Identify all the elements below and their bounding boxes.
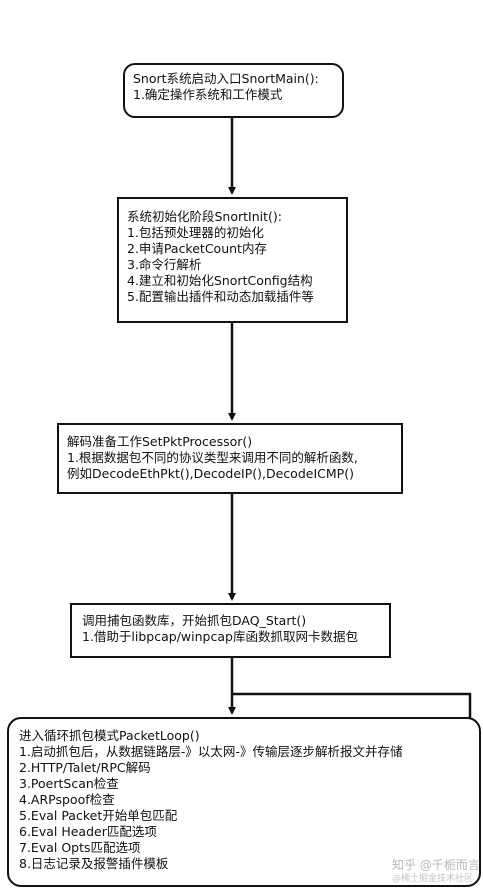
packet-loop-box: 进入循环抓包模式PacketLoop() 1.启动抓包后，从数据链路层-》以太网… <box>7 717 481 887</box>
box-line: 6.Eval Header匹配选项 <box>19 824 157 839</box>
snort-main-box: Snort系统启动入口SnortMain(): 1.确定操作系统和工作模式 <box>123 63 344 118</box>
box-line: 8.日志记录及报警插件模板 <box>19 856 169 871</box>
box-line: 解码准备工作SetPktProcessor() <box>67 434 253 449</box>
watermark-juejin: @稀土掘金技术社区 <box>392 874 474 884</box>
daq-start-box: 调用捕包函数库，开始抓包DAQ_Start() 1.借助于libpcap/win… <box>70 603 391 658</box>
box-line: Snort系统启动入口SnortMain(): <box>133 71 319 86</box>
snort-init-box: 系统初始化阶段SnortInit(): 1.包括预处理器的初始化 2.申请Pac… <box>117 197 348 323</box>
box-line: 1.根据数据包不同的协议类型来调用不同的解析函数, <box>67 450 358 465</box>
box-line: 例如DecodeEthPkt(),DecodeIP(),DecodeICMP() <box>67 466 354 481</box>
box-line: 调用捕包函数库，开始抓包DAQ_Start() <box>82 613 307 628</box>
box-line: 5.Eval Packet开始单包匹配 <box>19 808 178 823</box>
box-line: 3.命令行解析 <box>127 257 202 272</box>
box-line: 3.PoertScan检查 <box>19 776 119 791</box>
box-line: 2.申请PacketCount内存 <box>127 241 267 256</box>
box-line: 5.配置输出插件和动态加载插件等 <box>127 289 314 304</box>
set-pkt-processor-box: 解码准备工作SetPktProcessor() 1.根据数据包不同的协议类型来调… <box>57 423 403 494</box>
box-line: 4.ARPspoof检查 <box>19 792 115 807</box>
box-line: 2.HTTP/Talet/RPC解码 <box>19 760 151 775</box>
box-line: 系统初始化阶段SnortInit(): <box>127 209 282 224</box>
box-line: 1.启动抓包后，从数据链路层-》以太网-》传输层逐步解析报文并存储 <box>19 744 403 759</box>
box-line: 4.建立和初始化SnortConfig结构 <box>127 273 313 288</box>
box-line: 7.Eval Opts匹配选项 <box>19 840 141 855</box>
watermark-zhihu: 知乎 @千栀而言 <box>392 858 480 872</box>
box-line: 1.包括预处理器的初始化 <box>127 225 264 240</box>
box-line: 进入循环抓包模式PacketLoop() <box>19 728 200 743</box>
box-line: 1.确定操作系统和工作模式 <box>133 87 283 102</box>
box-line: 1.借助于libpcap/winpcap库函数抓取网卡数据包 <box>82 629 358 644</box>
